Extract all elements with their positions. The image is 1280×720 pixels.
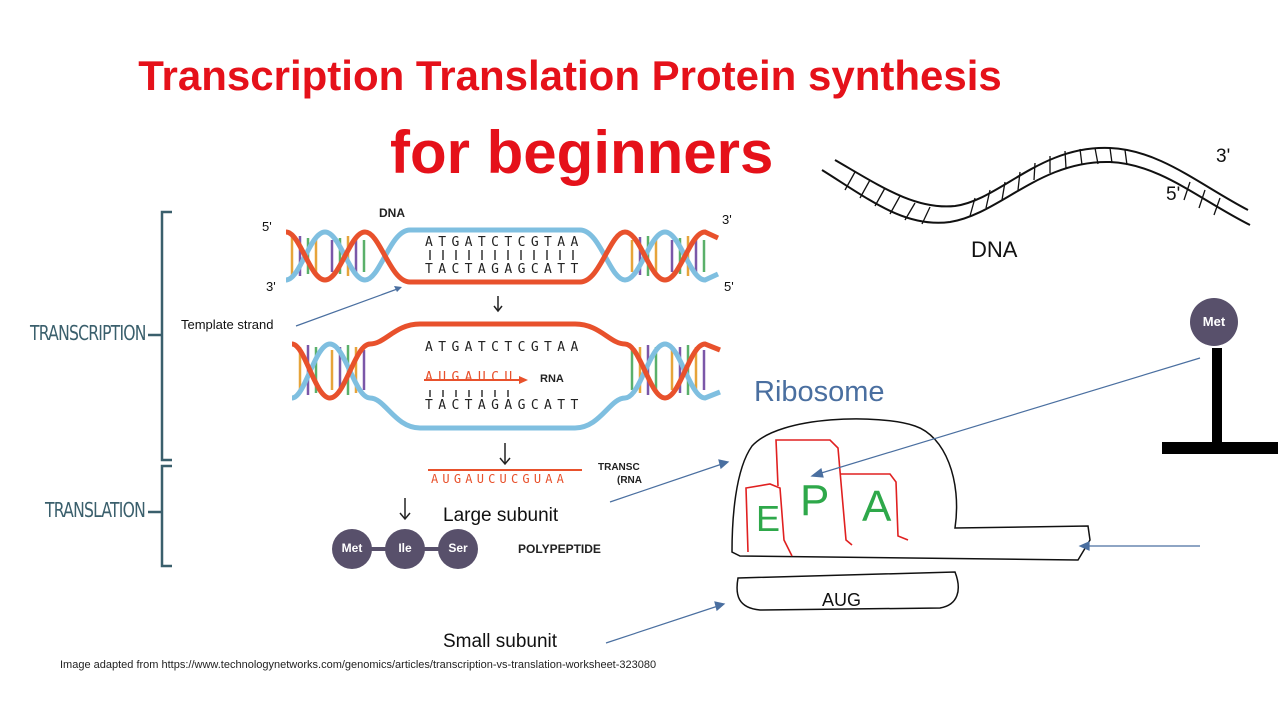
bottom-sequence-2: TACTAGAGCATT (425, 398, 584, 413)
met-label: Met (1202, 314, 1226, 329)
amino-acid-ile: Ile (398, 541, 412, 555)
dna-helix-transcribing (291, 321, 721, 431)
site-a: A (862, 482, 892, 531)
polypeptide-label: POLYPEPTIDE (518, 542, 601, 556)
template-strand-pointer (295, 287, 401, 327)
rna-text: (RNA (617, 475, 642, 486)
dna-helix-top (285, 227, 720, 285)
transcription-bracket (148, 210, 172, 462)
rna-label: RNA (540, 373, 564, 385)
ribosome-large-subunit (731, 418, 1091, 561)
end-5-bottom: 5' (724, 279, 734, 294)
transcription-label: TRANSCRIPTION (30, 321, 146, 345)
transc-text: TRANSC (598, 462, 640, 473)
translation-label: TRANSLATION (45, 498, 146, 522)
bottom-sequence: TACTAGAGCATT (425, 262, 584, 277)
down-arrow-icon (499, 443, 511, 466)
pointer-arrows (605, 357, 1201, 644)
title-line-1: Transcription Translation Protein synthe… (138, 52, 1002, 99)
top-sequence-2: ATGATCTCGTAA (425, 340, 584, 355)
dna-ribbon-sketch (821, 146, 1251, 226)
rna-growing: AUGAUCU (425, 370, 518, 385)
amino-acid-ser: Ser (448, 541, 468, 555)
met-trna (1162, 298, 1278, 454)
dna-sketch-label: DNA (971, 237, 1018, 262)
ribosome-small-subunit (736, 571, 959, 611)
ribosome-sites (745, 439, 909, 557)
amino-acid-circle (332, 529, 372, 569)
ribosome-title: Ribosome (754, 376, 885, 408)
end-3-top: 3' (722, 212, 732, 227)
end-3-bottom: 3' (266, 279, 276, 294)
down-arrow-icon (493, 296, 503, 313)
site-e: E (756, 498, 781, 539)
site-p: P (800, 476, 830, 525)
mrna-sequence: AUGAUCUCGUAA (431, 472, 569, 486)
template-strand-label: Template strand (181, 317, 274, 332)
down-arrow-icon (399, 498, 411, 521)
end-5-sketch: 5' (1166, 184, 1181, 205)
amino-acid-met: Met (341, 541, 363, 555)
small-subunit-label: Small subunit (443, 631, 558, 652)
end-3-sketch: 3' (1216, 146, 1231, 167)
dna-label: DNA (379, 206, 405, 220)
amino-acid-circle (438, 529, 478, 569)
top-sequence: ATGATCTCGTAA (425, 235, 584, 250)
large-subunit-label: Large subunit (443, 505, 559, 526)
title-line-2: for beginners (390, 119, 774, 186)
end-5-top: 5' (262, 219, 272, 234)
translation-bracket (148, 464, 172, 568)
image-source-caption: Image adapted from https://www.technolog… (60, 659, 657, 671)
aug-codon: AUG (822, 590, 862, 610)
amino-acid-circle (385, 529, 425, 569)
polypeptide-chain (332, 529, 478, 569)
